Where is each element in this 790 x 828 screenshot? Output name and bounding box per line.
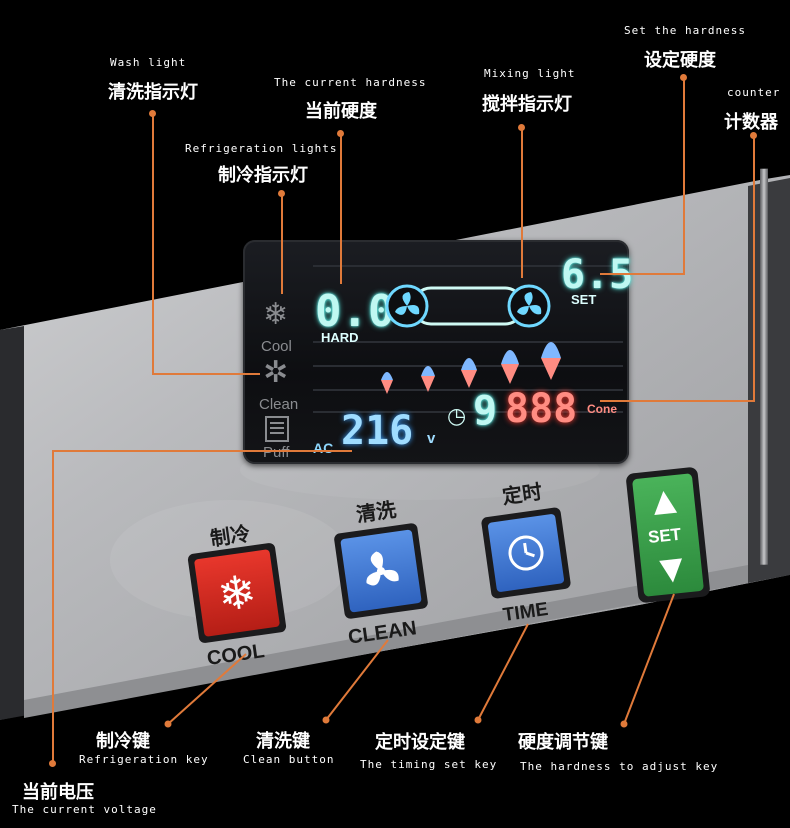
puff-indicator-label: Puff <box>263 444 290 461</box>
voltage-marker <box>49 760 56 767</box>
clean-button[interactable] <box>333 522 429 620</box>
timer-digit: 9 <box>473 388 498 434</box>
hardness-adjust-key-zh: 硬度调节键 <box>518 732 608 753</box>
cone-label: Cone <box>587 402 617 416</box>
cool-indicator-label: Cool <box>261 338 292 355</box>
ac-label: AC <box>313 440 334 456</box>
time-button[interactable] <box>480 506 572 600</box>
clock-icon: ◷ <box>447 404 467 429</box>
cool-button[interactable]: ❄ <box>187 542 287 644</box>
current-hardness-marker <box>337 130 344 137</box>
refrigeration-lights-en: Refrigeration lights <box>185 142 338 155</box>
voltage-value: 216 <box>341 408 414 454</box>
triangle-up-icon: ▲ <box>651 482 678 520</box>
hardness-adjust-key-en: The hardness to adjust key <box>520 760 719 773</box>
clean-button-face <box>340 529 422 613</box>
hardness-up-button[interactable]: ▲ <box>632 473 697 529</box>
wash-light-marker <box>149 110 156 117</box>
current-hardness-value: 0.0 <box>315 286 395 337</box>
snowflake-icon: ❄ <box>214 563 260 623</box>
clean-button-en: Clean button <box>243 753 335 766</box>
refrigeration-key-leader <box>164 653 247 728</box>
mixing-light-marker <box>518 124 525 131</box>
mixing-light-zh: 搅拌指示灯 <box>482 94 572 115</box>
refrigeration-key-en: Refrigeration key <box>79 753 209 766</box>
voltage-unit: v <box>427 430 436 447</box>
current-hardness-zh: 当前硬度 <box>305 101 377 122</box>
mixing-indicator <box>385 284 551 328</box>
counter-marker <box>750 132 757 139</box>
triangle-down-icon: ▼ <box>658 550 685 588</box>
clean-key-zh-label: 清洗 <box>355 499 398 527</box>
cone-level-indicator <box>381 342 561 394</box>
set-hardness-en: Set the hardness <box>624 24 746 37</box>
timing-set-key-en: The timing set key <box>360 758 498 771</box>
set-key-face: ▲ SET ▼ <box>631 473 705 597</box>
time-button-face <box>487 513 565 593</box>
set-hardness-value: 6.5 <box>561 252 634 298</box>
clock-icon <box>508 535 544 571</box>
cool-button-face: ❄ <box>193 549 281 637</box>
current-voltage-zh: 当前电压 <box>22 782 94 803</box>
lcd-display: ❄ Cool ✲ Clean Puff 0.0 HARD 6.5 SET <box>243 240 633 464</box>
clean-button-zh: 清洗键 <box>256 731 310 752</box>
clean-indicator-label: Clean <box>259 396 299 413</box>
time-key-zh-label: 定时 <box>501 481 544 509</box>
mixing-light-en: Mixing light <box>484 67 576 80</box>
hardness-key-leader <box>620 593 675 728</box>
fan-icon: ✲ <box>263 355 289 390</box>
counter-en: counter <box>727 86 781 99</box>
hardness-down-button[interactable]: ▼ <box>639 543 704 597</box>
hardness-adjust-key: ▲ SET ▼ <box>625 466 711 604</box>
set-hardness-marker <box>680 74 687 81</box>
counter-zh: 计数器 <box>724 112 778 133</box>
set-label: SET <box>571 292 597 307</box>
puff-icon <box>265 416 289 442</box>
timing-set-key-zh: 定时设定键 <box>375 732 465 753</box>
timing-key-leader <box>474 623 529 724</box>
refrigeration-lights-zh: 制冷指示灯 <box>218 165 308 186</box>
refrigeration-key-zh: 制冷键 <box>96 731 150 752</box>
hard-label: HARD <box>321 330 359 345</box>
current-hardness-en: The current hardness <box>274 76 427 89</box>
snowflake-icon: ❄ <box>263 297 289 332</box>
set-hardness-zh: 设定硬度 <box>644 50 716 71</box>
clean-key-leader <box>322 639 389 724</box>
fan-icon <box>366 551 399 586</box>
refrigeration-light-marker <box>278 190 285 197</box>
cone-counter-value: 888 <box>505 386 578 432</box>
wash-light-en: Wash light <box>110 56 187 69</box>
current-voltage-en: The current voltage <box>12 803 157 816</box>
wash-light-zh: 清洗指示灯 <box>108 82 198 103</box>
